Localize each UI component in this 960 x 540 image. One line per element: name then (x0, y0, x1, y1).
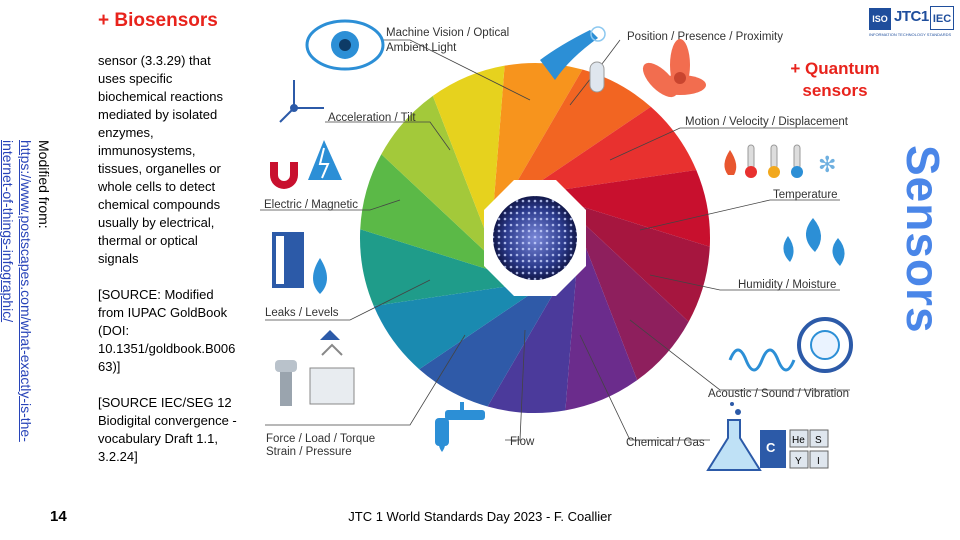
source-note: Modified from: https://www.postscapes.co… (0, 140, 56, 470)
label-position: Position / Presence / Proximity (627, 31, 783, 43)
flask-icon (706, 402, 762, 471)
sensors-side-title: Sensors (868, 125, 960, 340)
label-leaks: Leaks / Levels (265, 307, 339, 319)
label-chemical: Chemical / Gas (626, 437, 705, 449)
label-machine-vision-2: Ambient Light (386, 42, 457, 54)
iec-logo-mark: IEC (930, 6, 954, 30)
svg-text:✻: ✻ (818, 153, 836, 178)
iso-jtc1-iec-logo: ISO JTC1 IEC INFORMATION TECHNOLOGY STAN… (866, 4, 956, 38)
wheel-segment (419, 276, 564, 407)
wheel-segment (579, 219, 689, 381)
iso-logo-mark: ISO (869, 8, 891, 30)
quantum-line-1: + Quantum (790, 59, 880, 78)
source-note-prefix: Modified from: (36, 140, 52, 229)
wheel-segment (373, 284, 544, 370)
biosensors-title: + Biosensors (98, 10, 218, 31)
wheel-segment (506, 69, 651, 200)
wheel-segment (360, 229, 523, 306)
faucet-icon (435, 402, 485, 452)
sensor-wheel-infographic: Machine Vision / Optical Ambient Light P… (260, 19, 853, 471)
wheel-segment (547, 170, 710, 247)
label-force-2: Strain / Pressure (266, 446, 352, 458)
color-wheel (360, 62, 710, 413)
logo-tagline: INFORMATION TECHNOLOGY STANDARDS (869, 32, 952, 37)
label-acceleration: Acceleration / Tilt (328, 112, 416, 124)
quantum-line-2: sensors (802, 81, 868, 100)
sensors-side-title-text: Sensors (897, 145, 949, 334)
wheel-segment (432, 65, 505, 236)
periodic-tile-c: C (766, 440, 776, 455)
wheel-segment (487, 260, 578, 413)
jtc1-logo-text: JTC1 (894, 8, 929, 25)
label-humidity: Humidity / Moisture (738, 279, 836, 291)
footer-text: JTC 1 World Standards Day 2023 - F. Coal… (348, 509, 612, 524)
tank-drop-icon (272, 232, 327, 294)
label-acoustic: Acoustic / Sound / Vibration (708, 388, 849, 400)
label-motion: Motion / Velocity / Displacement (685, 116, 849, 128)
water-drops-icon (783, 218, 845, 266)
label-flow: Flow (510, 436, 535, 448)
label-temperature: Temperature (773, 189, 838, 201)
temperature-icon: ✻ (724, 144, 836, 178)
slide-number: 14 (50, 508, 67, 525)
eye-icon (305, 19, 385, 71)
touch-hand-icon (540, 26, 606, 93)
sound-wave-icon (728, 317, 853, 373)
leader-lines (260, 39, 850, 441)
axes-icon (279, 80, 324, 123)
periodic-tile-he: He (792, 435, 805, 446)
magnet-icon (270, 140, 342, 189)
periodic-tile-i: I (817, 456, 820, 467)
wheel-segment (492, 62, 583, 216)
wheel-segment (360, 154, 504, 275)
periodic-table-icon: C He S Y I (760, 429, 829, 469)
quantum-sensors-note: + Quantum sensors (760, 58, 910, 102)
center-sensor-orb-texture (493, 196, 577, 280)
label-force-1: Force / Load / Torque (266, 433, 375, 445)
label-machine-vision-1: Machine Vision / Optical (386, 27, 509, 39)
periodic-tile-s: S (815, 435, 822, 446)
wheel-segment (526, 106, 697, 192)
label-electric: Electric / Magnetic (264, 199, 358, 211)
biosensor-definition: sensor (3.3.29) that uses specific bioch… (98, 53, 237, 464)
source-link[interactable]: https://www.postscapes.com/what-exactly-… (0, 140, 34, 442)
wheel-segment (565, 240, 638, 411)
wheel-segment (566, 201, 710, 322)
fan-icon (642, 39, 706, 98)
periodic-tile-y: Y (795, 456, 802, 467)
wheel-segment (381, 95, 491, 257)
crane-scale-icon (275, 330, 355, 406)
